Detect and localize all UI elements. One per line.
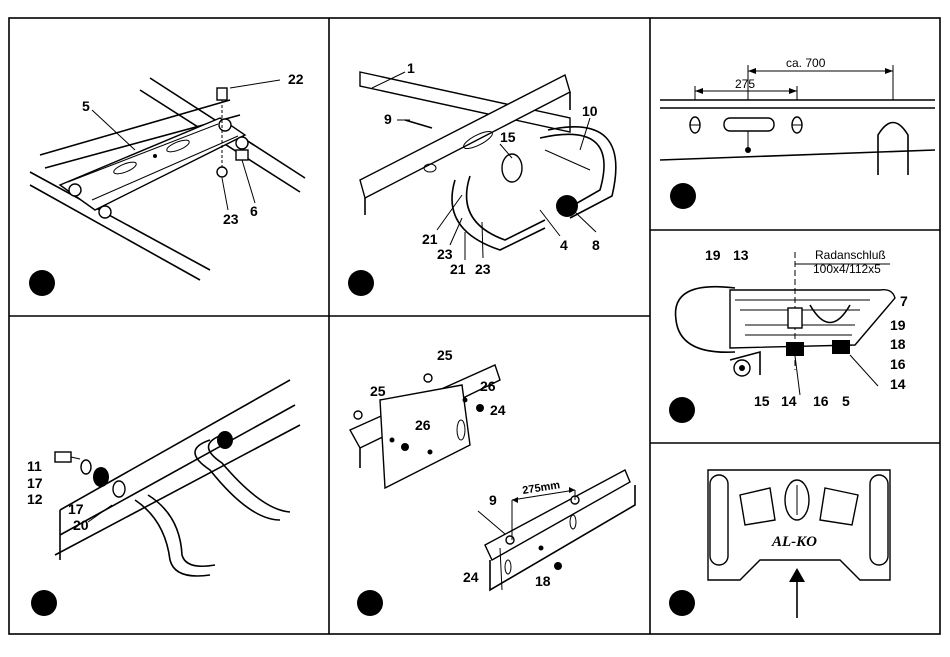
frame-rails xyxy=(30,78,305,280)
step-marker-dot xyxy=(31,590,57,616)
beam xyxy=(360,72,570,215)
callout-label: 18 xyxy=(535,573,551,589)
callout-label: 26 xyxy=(480,378,496,394)
callout-label: 17 xyxy=(68,501,84,517)
callout-label: 5 xyxy=(82,98,90,114)
callout-label: 20 xyxy=(73,517,89,533)
callout-label: 22 xyxy=(288,71,304,87)
callout-label: 21 xyxy=(450,261,466,277)
callout-label: 23 xyxy=(223,211,239,227)
dimension-label: 275 xyxy=(735,77,755,91)
callout-label: 26 xyxy=(415,417,431,433)
callout-label: 24 xyxy=(463,569,479,585)
step-marker-dot xyxy=(357,590,383,616)
callout-label: 15 xyxy=(754,393,770,409)
callout-label: 9 xyxy=(489,492,497,508)
u-bracket xyxy=(452,127,616,250)
callout-label: 14 xyxy=(890,376,906,392)
callout-label: 19 xyxy=(890,317,906,333)
callout-label: 25 xyxy=(437,347,453,363)
callout-label: 15 xyxy=(500,129,516,145)
callout-label: 23 xyxy=(437,246,453,262)
callout-label: 4 xyxy=(560,237,568,253)
callout-label: 14 xyxy=(781,393,797,409)
callout-label: 19 xyxy=(705,247,721,263)
panel-6: Radanschluß 100x4/112x5 19 13 7 19 18 16… xyxy=(669,247,908,423)
brand-logo: AL-KO xyxy=(771,534,817,550)
arrow-up-icon xyxy=(789,568,805,582)
step-marker-dot xyxy=(669,590,695,616)
dimension-label: ca. 700 xyxy=(786,56,826,70)
callout-label: 7 xyxy=(900,293,908,309)
callout-label: 5 xyxy=(842,393,850,409)
callout-label: 21 xyxy=(422,231,438,247)
callout-label: 10 xyxy=(582,103,598,119)
callout-label: 18 xyxy=(890,336,906,352)
callout-label: 12 xyxy=(27,491,43,507)
callout-label: 8 xyxy=(592,237,600,253)
panel-5: 25 25 26 26 24 9 275mm 24 18 xyxy=(350,347,635,616)
panel-2: 1 9 15 10 21 23 21 23 4 8 xyxy=(348,60,616,296)
callout-label: 13 xyxy=(733,247,749,263)
step-marker-dot xyxy=(29,270,55,296)
wheel-connection-title: Radanschluß xyxy=(815,248,886,262)
step-marker-dot xyxy=(669,397,695,423)
callout-label: 9 xyxy=(384,111,392,127)
panel-1: 5 22 23 6 xyxy=(29,71,305,296)
callout-label: 11 xyxy=(27,458,42,474)
callout-label: 17 xyxy=(27,475,43,491)
callout-label: 16 xyxy=(813,393,829,409)
dimension-label: 275mm xyxy=(522,479,562,497)
callout-label: 23 xyxy=(475,261,491,277)
step-marker-dot xyxy=(670,183,696,209)
wheel-connection-spec: 100x4/112x5 xyxy=(813,262,881,276)
panel-4: 11 17 12 17 20 xyxy=(27,380,300,616)
callout-label: 24 xyxy=(490,402,506,418)
panel-7: AL-KO xyxy=(669,470,890,618)
step-marker-dot xyxy=(348,270,374,296)
callout-label: 16 xyxy=(890,356,906,372)
panel-3: ca. 700 275 xyxy=(660,56,935,209)
callout-label: 1 xyxy=(407,60,415,76)
callout-label: 25 xyxy=(370,383,386,399)
callout-label: 6 xyxy=(250,203,258,219)
